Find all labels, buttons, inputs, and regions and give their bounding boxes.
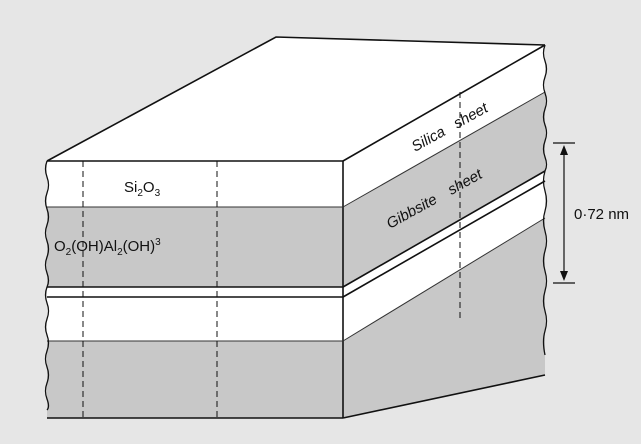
right-side-faces xyxy=(343,45,545,418)
dashed-unit-lines xyxy=(82,92,461,418)
layer-boundary-lines xyxy=(47,91,546,342)
silica-formula-label: Si2O3 xyxy=(124,179,161,199)
outline-lines xyxy=(46,36,546,419)
side-lower-top-face xyxy=(343,171,545,297)
side-lower-gibbsite-layer xyxy=(343,218,545,418)
left-break-edge-upper xyxy=(44,160,50,288)
spacing-label: 0·72 nm xyxy=(574,206,629,223)
right-break-edge-lower xyxy=(542,170,548,356)
spacing-dimension-marker xyxy=(553,142,575,284)
front-upper-silica-layer xyxy=(47,161,343,207)
front-upper-gibbsite-layer xyxy=(47,207,343,287)
side-lower-silica-layer xyxy=(343,181,545,341)
front-lower-gibbsite-layer xyxy=(47,341,343,418)
side-upper-gibbsite-layer xyxy=(343,92,545,287)
top-face xyxy=(47,37,545,161)
gibbsite-formula-label: O2(OH)Al2(OH)3 xyxy=(54,237,161,258)
front-lower-top-face xyxy=(47,287,343,297)
side-upper-silica-layer xyxy=(343,45,545,207)
front-lower-silica-layer xyxy=(47,297,343,341)
left-break-edge-lower xyxy=(44,286,50,411)
right-break-edge-upper xyxy=(542,44,548,172)
